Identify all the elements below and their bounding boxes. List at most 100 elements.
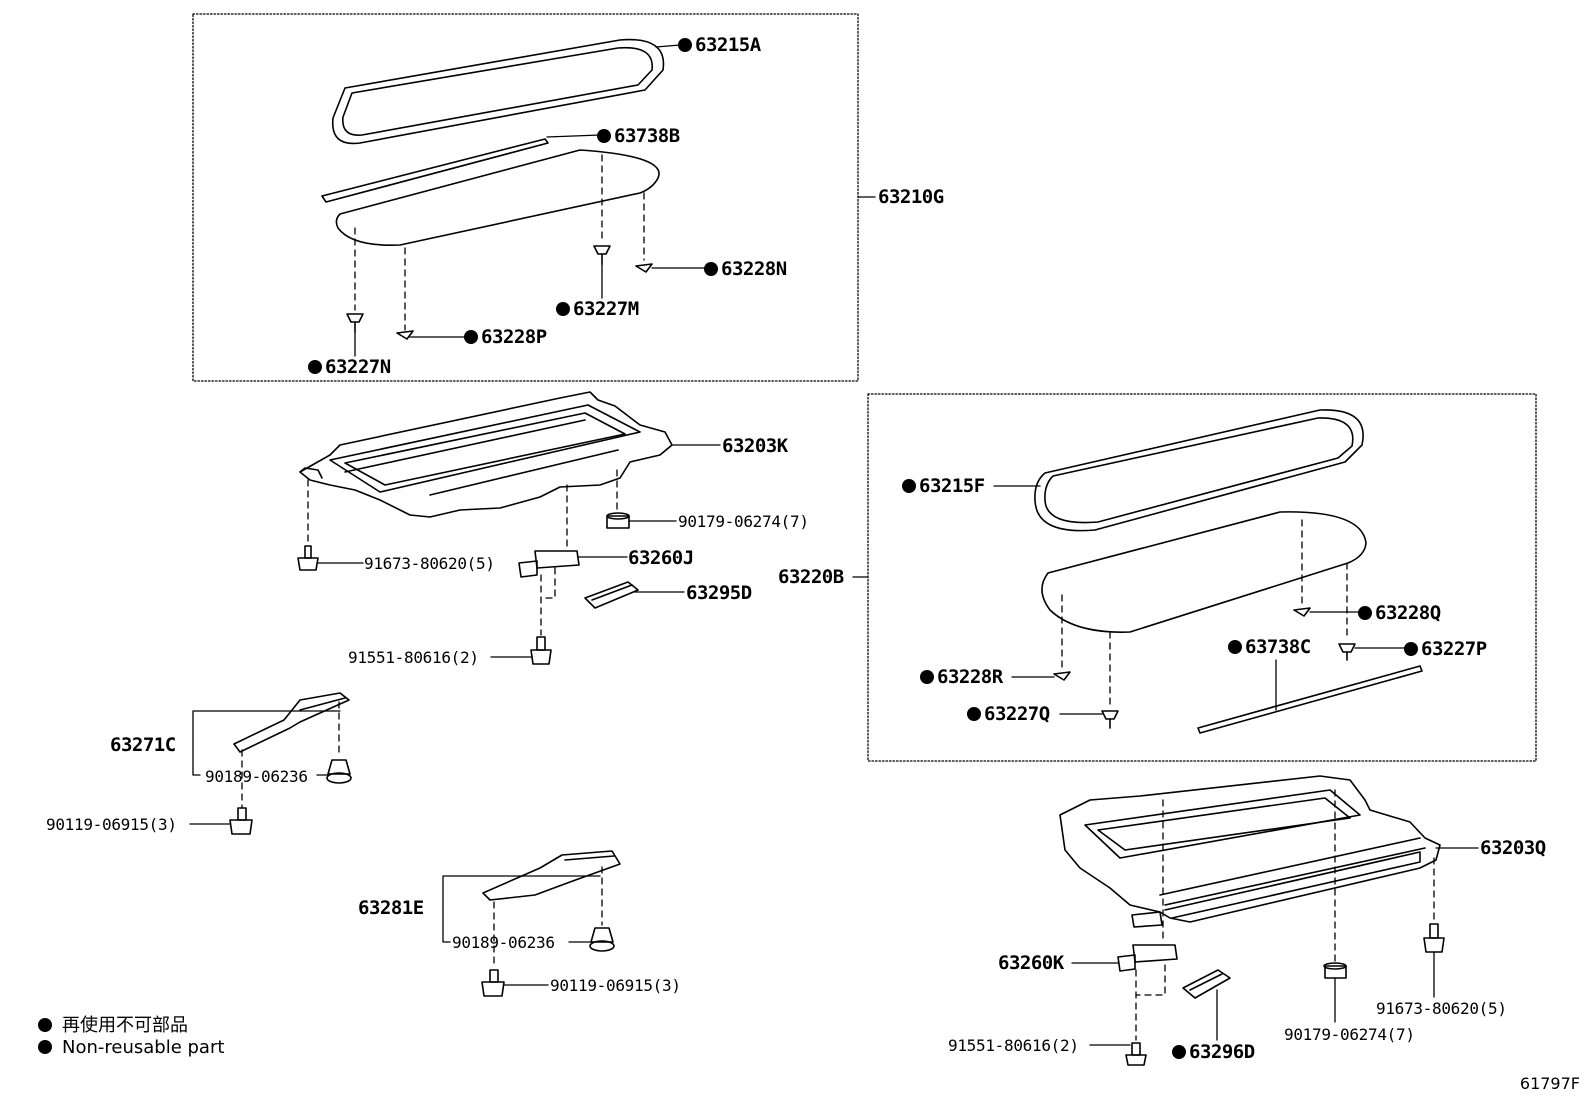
clip-63228P bbox=[396, 330, 414, 340]
label-91673-80620-left: 91673-80620(5) bbox=[364, 554, 495, 574]
part-number-text: 63210G bbox=[878, 186, 944, 208]
motor-63260K bbox=[1117, 944, 1178, 972]
label-91551-80616-right: 91551-80616(2) bbox=[948, 1036, 1079, 1056]
non-reusable-dot-icon bbox=[920, 670, 934, 684]
label-63227P: 63227P bbox=[1404, 639, 1487, 659]
part-number-text: 90179-06274(7) bbox=[1284, 1025, 1415, 1044]
glass-panel-bottom bbox=[1041, 511, 1367, 633]
part-number-text: 63271C bbox=[110, 734, 176, 756]
part-number-text: 91673-80620(5) bbox=[364, 554, 495, 573]
non-reusable-dot-icon bbox=[704, 262, 718, 276]
label-90189-06236-left: 90189-06236 bbox=[205, 767, 308, 787]
part-number-text: 63738C bbox=[1245, 636, 1311, 658]
label-90119-06915-left: 90119-06915(3) bbox=[46, 815, 177, 835]
non-reusable-dot-icon bbox=[1404, 642, 1418, 656]
bolt-91673-right bbox=[1423, 923, 1445, 953]
part-number-text: 90179-06274(7) bbox=[678, 512, 809, 531]
non-reusable-dot-icon bbox=[902, 479, 916, 493]
legend-row-ja: 再使用不可部品 bbox=[38, 1011, 188, 1037]
label-90189-06236-right: 90189-06236 bbox=[452, 933, 555, 953]
clip-63228R bbox=[1053, 671, 1071, 681]
non-reusable-dot-icon bbox=[556, 302, 570, 316]
glass-panel-top bbox=[335, 149, 660, 246]
part-number-text: 63215A bbox=[695, 34, 761, 56]
label-63281E: 63281E bbox=[358, 898, 424, 918]
non-reusable-dot-icon bbox=[678, 38, 692, 52]
diagram-code: 61797F bbox=[1519, 1074, 1580, 1093]
cover-63296D bbox=[1182, 969, 1231, 999]
part-number-text: 63203K bbox=[722, 435, 788, 457]
label-63203K: 63203K bbox=[722, 436, 788, 456]
part-number-text: 63260K bbox=[998, 952, 1064, 974]
label-90179-06274-left: 90179-06274(7) bbox=[678, 512, 809, 532]
part-number-text: 63227Q bbox=[984, 703, 1050, 725]
frame-63203K bbox=[299, 391, 673, 518]
label-63228Q: 63228Q bbox=[1358, 603, 1441, 623]
part-number-text: 90119-06915(3) bbox=[550, 976, 681, 995]
label-63227M: 63227M bbox=[556, 299, 639, 319]
label-63210G: 63210G bbox=[878, 187, 944, 207]
part-number-text: 63228N bbox=[721, 258, 787, 280]
label-63228R: 63228R bbox=[920, 667, 1003, 687]
part-number-text: 90189-06236 bbox=[452, 933, 555, 952]
label-63738C: 63738C bbox=[1228, 637, 1311, 657]
label-63215F: 63215F bbox=[902, 476, 985, 496]
non-reusable-dot-icon bbox=[38, 1018, 52, 1032]
weatherstrip-63215A bbox=[331, 38, 665, 145]
part-number-text: 91551-80616(2) bbox=[948, 1036, 1079, 1055]
label-63260K: 63260K bbox=[998, 953, 1064, 973]
bolt-90119-right bbox=[481, 969, 505, 997]
part-number-text: 91673-80620(5) bbox=[1376, 999, 1507, 1018]
part-number-text: 63220B bbox=[778, 566, 844, 588]
label-63228N: 63228N bbox=[704, 259, 787, 279]
label-63271C: 63271C bbox=[110, 735, 176, 755]
weatherstrip-63215F bbox=[1034, 409, 1364, 532]
legend-row-en: Non-reusable part bbox=[38, 1037, 224, 1058]
part-number-text: 63296D bbox=[1189, 1041, 1255, 1063]
bolt-91673-left bbox=[297, 545, 319, 571]
part-number-text: 63738B bbox=[614, 125, 680, 147]
clip-63227P bbox=[1338, 643, 1356, 661]
nut-90179-right bbox=[1323, 962, 1347, 979]
label-63215A: 63215A bbox=[678, 35, 761, 55]
part-number-text: 90189-06236 bbox=[205, 767, 308, 786]
label-90119-06915-right: 90119-06915(3) bbox=[550, 976, 681, 996]
part-number-text: 63215F bbox=[919, 475, 985, 497]
label-63227Q: 63227Q bbox=[967, 704, 1050, 724]
clip-90189-right bbox=[589, 927, 615, 952]
non-reusable-dot-icon bbox=[308, 360, 322, 374]
part-number-text: 63228R bbox=[937, 666, 1003, 688]
label-63296D: 63296D bbox=[1172, 1042, 1255, 1062]
part-number-text: 90119-06915(3) bbox=[46, 815, 177, 834]
part-number-text: 91551-80616(2) bbox=[348, 648, 479, 667]
non-reusable-dot-icon bbox=[1172, 1045, 1186, 1059]
strip-63738B bbox=[321, 138, 549, 203]
part-number-text: 63260J bbox=[628, 547, 694, 569]
part-number-text: 63228Q bbox=[1375, 602, 1441, 624]
part-number-text: 63203Q bbox=[1480, 837, 1546, 859]
clip-90189-left bbox=[326, 759, 352, 784]
bracket-63281E bbox=[482, 850, 621, 901]
label-91551-80616-left: 91551-80616(2) bbox=[348, 648, 479, 668]
non-reusable-dot-icon bbox=[1358, 606, 1372, 620]
part-number-text: 63227P bbox=[1421, 638, 1487, 660]
clip-63227N bbox=[346, 313, 364, 333]
clip-63227M bbox=[593, 245, 611, 265]
label-63220B: 63220B bbox=[778, 567, 844, 587]
part-number-text: 63227M bbox=[573, 298, 639, 320]
cover-63295D bbox=[584, 581, 639, 609]
non-reusable-dot-icon bbox=[967, 707, 981, 721]
nut-90179-left bbox=[606, 512, 630, 529]
frame-63203Q bbox=[1059, 775, 1441, 928]
label-63228P: 63228P bbox=[464, 327, 547, 347]
legend-text-ja: 再使用不可部品 bbox=[62, 1015, 188, 1036]
bolt-91551-right bbox=[1125, 1042, 1147, 1066]
legend-text-en: Non-reusable part bbox=[62, 1037, 225, 1058]
label-91673-80620-right: 91673-80620(5) bbox=[1376, 999, 1507, 1019]
label-63295D: 63295D bbox=[686, 583, 752, 603]
bolt-90119-left bbox=[229, 807, 253, 835]
part-number-text: 63228P bbox=[481, 326, 547, 348]
label-63738B: 63738B bbox=[597, 126, 680, 146]
non-reusable-dot-icon bbox=[464, 330, 478, 344]
